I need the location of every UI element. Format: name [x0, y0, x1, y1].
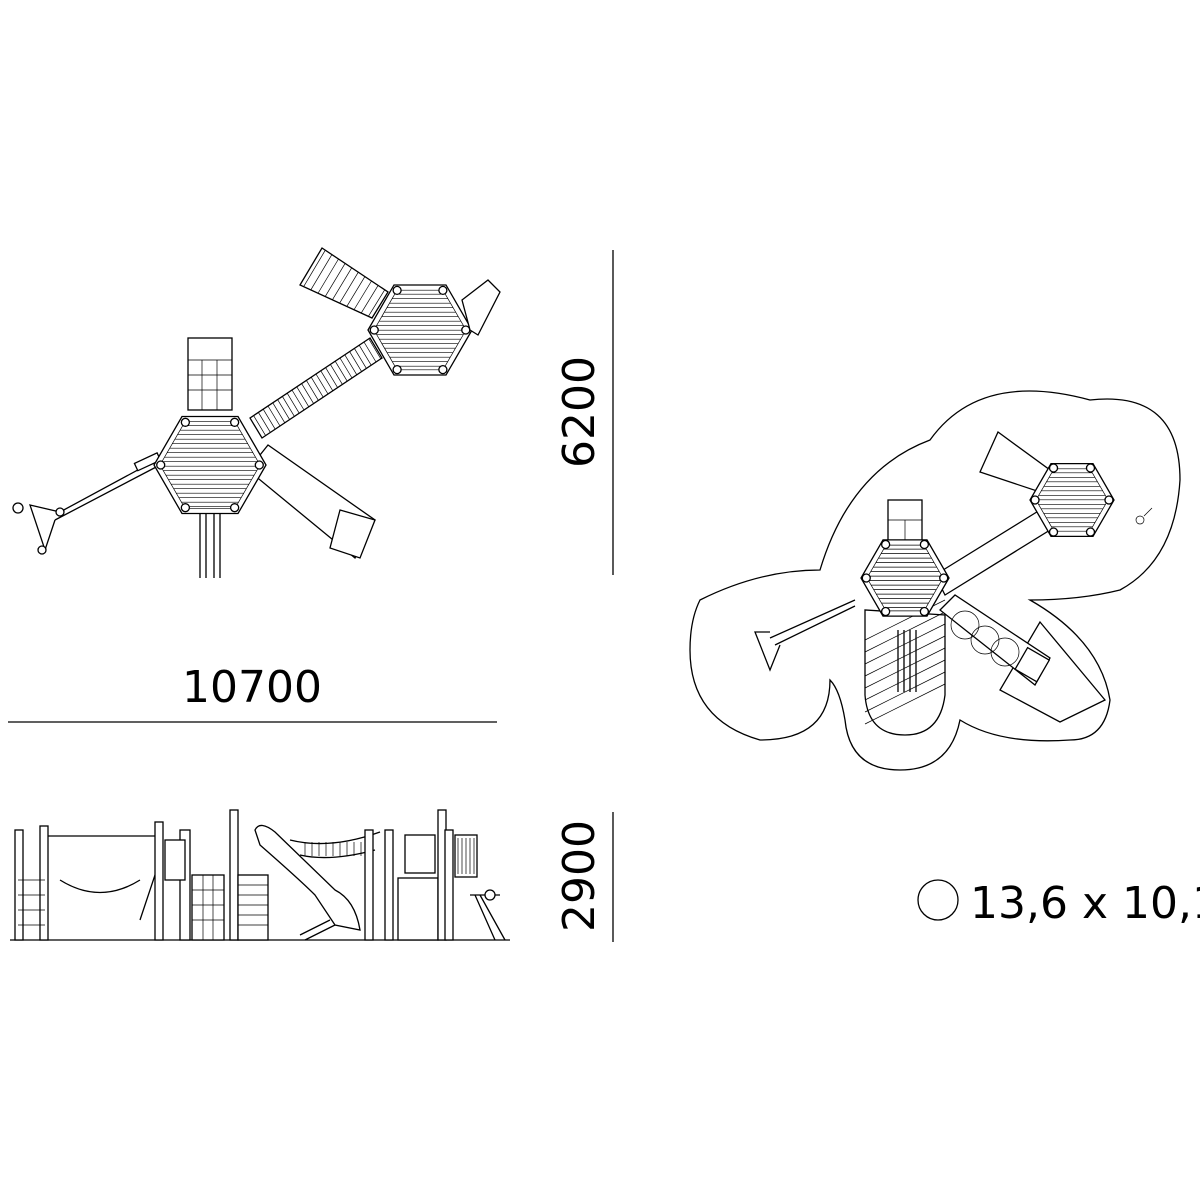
safety-zone-outline — [689, 390, 1181, 771]
tower-hexagon-2 — [367, 284, 473, 376]
zone-tower-hexagon-2 — [1029, 462, 1115, 538]
zone-bridge — [934, 509, 1051, 596]
zone-slide — [939, 594, 1051, 686]
access-ramp — [461, 279, 501, 336]
swing — [12, 452, 162, 555]
ladder-legs — [199, 505, 221, 578]
circle-icon — [917, 879, 959, 921]
bridge — [249, 337, 383, 439]
plan-view — [12, 247, 501, 578]
depth-label: 6200 — [554, 356, 605, 468]
width-label: 10700 — [182, 662, 322, 713]
safety-zone-plan — [689, 390, 1181, 771]
net-ladder — [187, 337, 233, 411]
zone-tower-hexagon-1 — [860, 539, 950, 617]
tower-hexagon-1 — [153, 415, 267, 515]
tube-slide — [247, 444, 376, 560]
stair-ramp — [299, 247, 389, 319]
side-elevation — [10, 809, 510, 941]
safety-area-label: 13,6 x 10,1 — [970, 878, 1200, 929]
height-label: 2900 — [554, 820, 605, 932]
